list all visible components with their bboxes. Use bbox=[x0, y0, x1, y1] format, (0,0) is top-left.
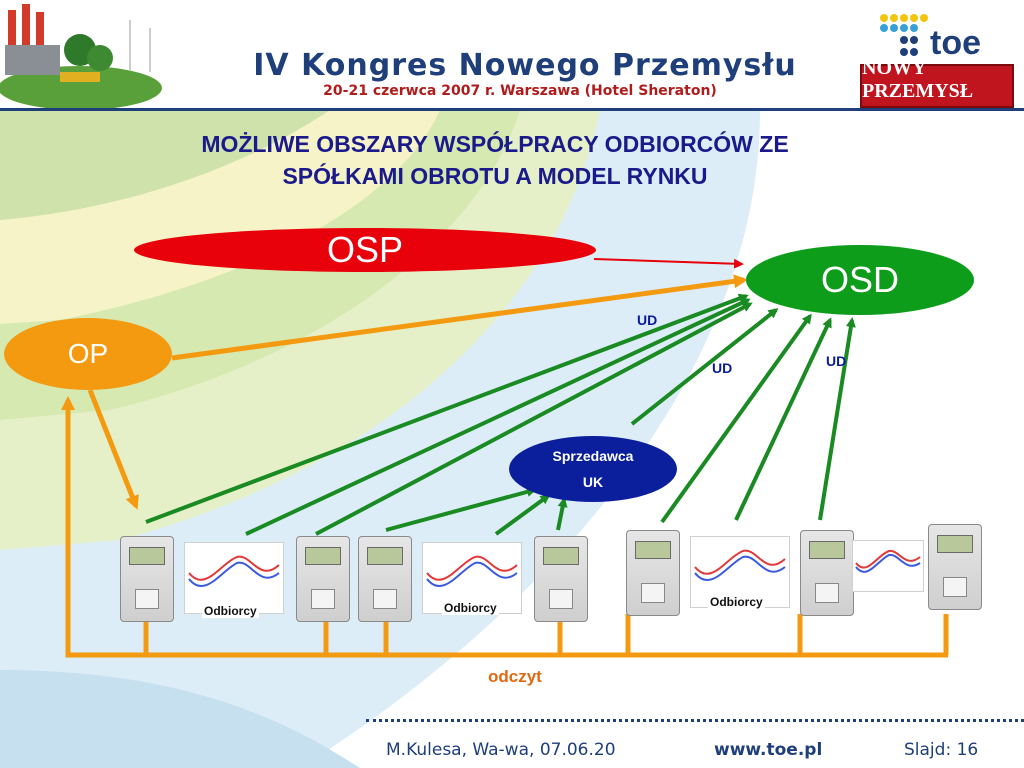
slide-title-line1: MOŻLIWE OBSZARY WSPÓŁPRACY ODBIORCÓW ZE bbox=[201, 131, 789, 157]
ud-label-3: UD bbox=[826, 353, 847, 369]
odbiorcy-label-3: Odbiorcy bbox=[708, 595, 765, 609]
op-node: OP bbox=[4, 318, 172, 390]
meter-2 bbox=[296, 536, 350, 622]
ud-label-2: UD bbox=[712, 360, 733, 376]
nowy-przemysl-logo: NOWY PRZEMYSŁ bbox=[860, 57, 1014, 108]
slide-title-line2: SPÓŁKAMI OBROTU A MODEL RYNKU bbox=[282, 163, 708, 189]
osp-node: OSP bbox=[134, 228, 596, 272]
meter-3 bbox=[358, 536, 412, 622]
load-curve-4 bbox=[852, 540, 924, 592]
meter-1 bbox=[120, 536, 174, 622]
sprzedawca-uk-node: Sprzedawca UK bbox=[509, 436, 677, 502]
sprzedawca-label: Sprzedawca bbox=[552, 448, 634, 464]
footer-url[interactable]: www.toe.pl bbox=[714, 740, 823, 760]
osd-label: OSD bbox=[820, 259, 899, 300]
toe-logo: toe bbox=[878, 12, 1008, 64]
footer-slide-number: Slajd: 16 bbox=[904, 740, 979, 760]
slide-title: MOŻLIWE OBSZARY WSPÓŁPRACY ODBIORCÓW ZE … bbox=[60, 128, 930, 192]
ud-label-1: UD bbox=[637, 312, 658, 328]
congress-subtitle: 20-21 czerwca 2007 r. Warszawa (Hotel Sh… bbox=[323, 83, 717, 99]
footer-divider bbox=[366, 719, 1024, 722]
load-curve-1 bbox=[184, 542, 284, 614]
header-image bbox=[0, 0, 170, 110]
meter-5 bbox=[626, 530, 680, 616]
osd-node: OSD bbox=[746, 245, 974, 315]
header-divider bbox=[0, 108, 1024, 111]
osp-label: OSP bbox=[326, 229, 404, 270]
odbiorcy-label-2: Odbiorcy bbox=[442, 601, 499, 615]
odczyt-label: odczyt bbox=[488, 667, 542, 686]
uk-label: UK bbox=[582, 474, 604, 490]
nowy-przemysl-logo-text: NOWY PRZEMYSŁ bbox=[862, 57, 974, 102]
op-label: OP bbox=[67, 338, 109, 369]
meter-4 bbox=[534, 536, 588, 622]
odbiorcy-label-1: Odbiorcy bbox=[202, 604, 259, 618]
footer-author: M.Kulesa, Wa-wa, 07.06.20 bbox=[386, 740, 616, 760]
toe-logo-text: toe bbox=[930, 24, 981, 62]
meter-7 bbox=[928, 524, 982, 610]
meter-6 bbox=[800, 530, 854, 616]
congress-title: IV Kongres Nowego Przemysłu bbox=[253, 48, 797, 83]
